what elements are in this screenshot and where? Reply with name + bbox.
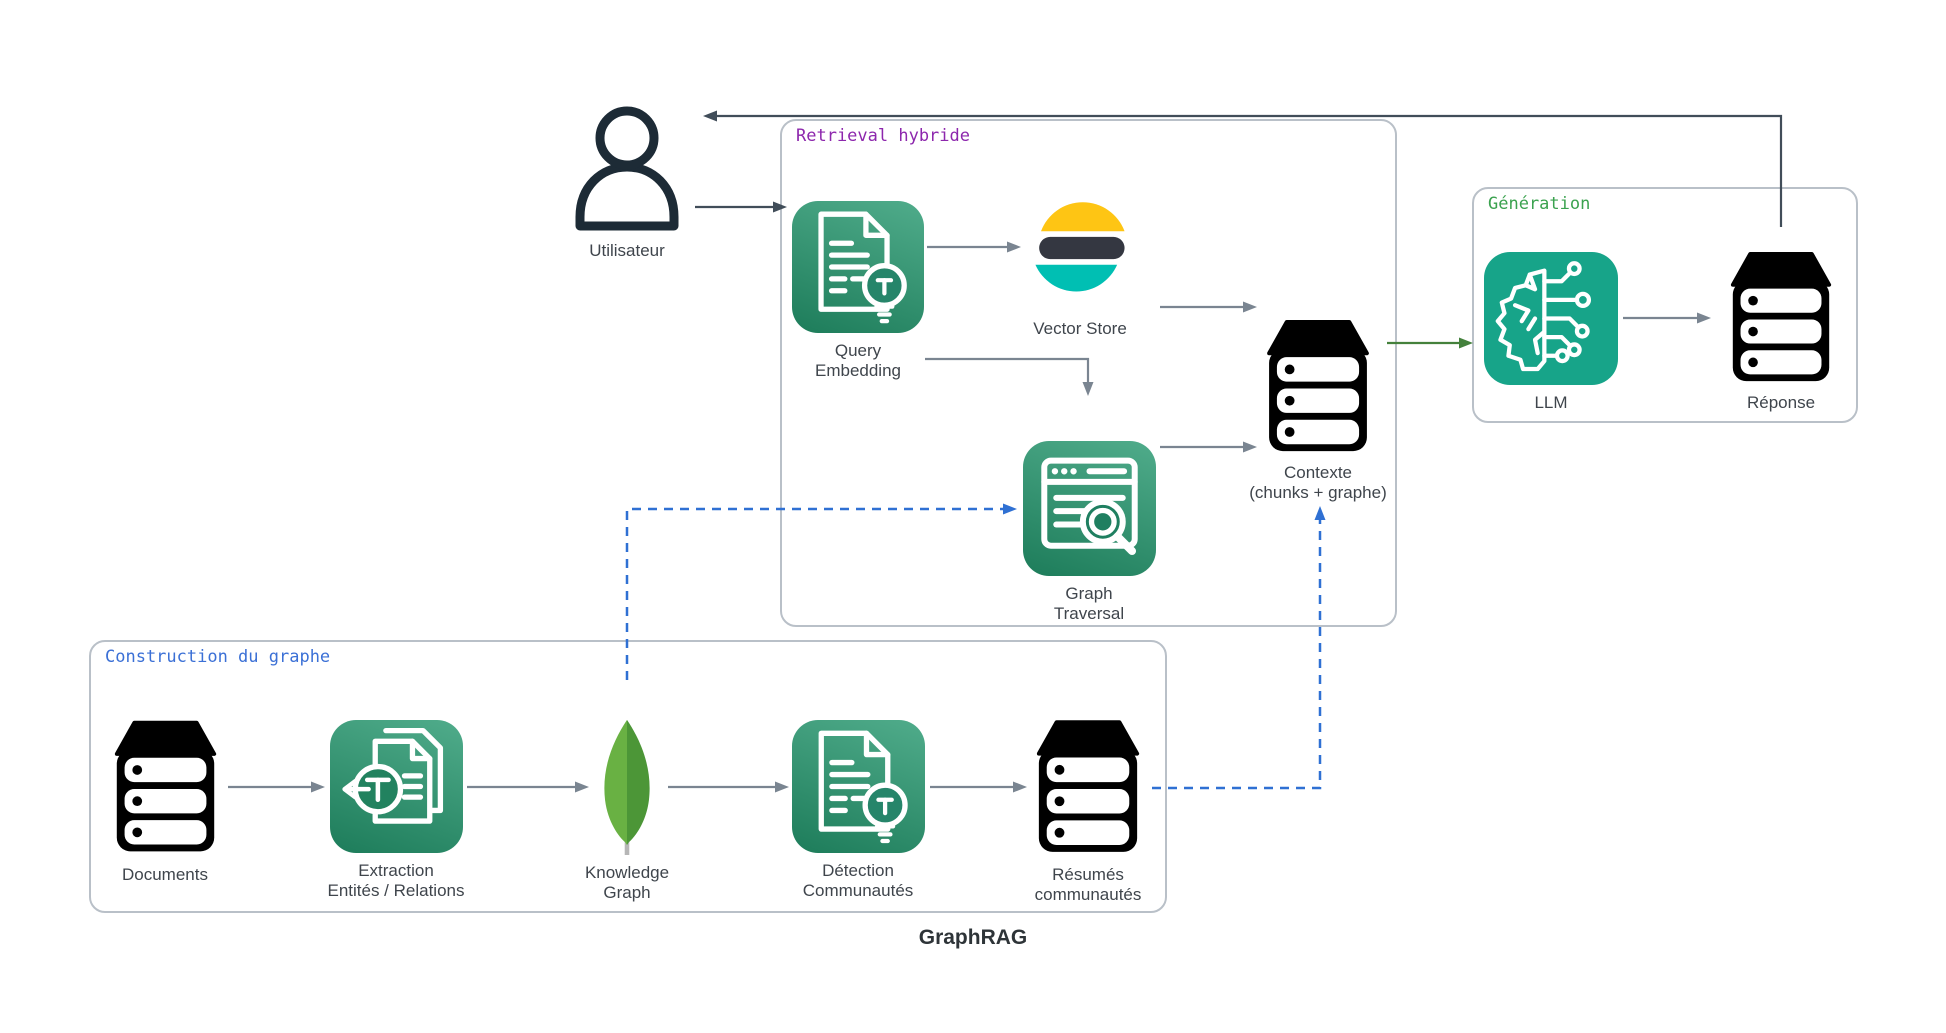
- node-label: Knowledge Graph: [584, 863, 670, 903]
- node-label: Vector Store: [1033, 319, 1127, 338]
- node-label: Graph Traversal: [1053, 584, 1125, 624]
- node-reponse[interactable]: Réponse: [1671, 252, 1891, 413]
- server-stack-icon: [1267, 320, 1369, 452]
- node-detection-communautes[interactable]: Détection Communautés: [748, 720, 968, 901]
- node-extraction[interactable]: Extraction Entités / Relations: [286, 720, 506, 901]
- node-label: Réponse: [1746, 393, 1816, 412]
- brain-circuit-icon: [1484, 252, 1618, 385]
- node-label: Extraction Entités / Relations: [327, 861, 465, 901]
- diagram-title: GraphRAG: [918, 926, 1028, 949]
- server-stack-icon: [1730, 252, 1832, 382]
- documents-extract-icon: [329, 720, 463, 853]
- group-label-retrieval: Retrieval hybride: [796, 126, 970, 146]
- document-bulb-icon: [791, 720, 925, 853]
- node-label: Documents: [122, 865, 208, 884]
- node-knowledge-graph[interactable]: Knowledge Graph: [517, 718, 737, 903]
- node-llm[interactable]: LLM: [1441, 252, 1661, 413]
- node-label: Query Embedding: [814, 341, 901, 381]
- node-documents[interactable]: Documents: [55, 719, 275, 885]
- node-label: Contexte (chunks + graphe): [1249, 463, 1387, 503]
- node-query-embedding[interactable]: Query Embedding: [748, 201, 968, 381]
- group-label-generation: Génération: [1488, 194, 1591, 214]
- document-bulb-icon: [792, 201, 924, 333]
- node-utilisateur[interactable]: Utilisateur: [517, 105, 737, 261]
- person-icon: [575, 106, 678, 231]
- server-stack-icon: [114, 720, 216, 852]
- elasticsearch-icon: [1035, 202, 1125, 292]
- node-resumes-communautes[interactable]: Résumés communautés: [978, 719, 1198, 905]
- mongodb-leaf-icon: [604, 719, 650, 855]
- group-label-construction: Construction du graphe: [105, 647, 331, 667]
- node-graph-traversal[interactable]: Graph Traversal: [979, 441, 1199, 624]
- node-label: Détection Communautés: [802, 861, 914, 901]
- node-label: LLM: [1534, 393, 1568, 412]
- browser-search-icon: [1022, 441, 1156, 576]
- node-vector-store[interactable]: Vector Store: [970, 190, 1190, 339]
- node-label: Utilisateur: [589, 241, 665, 260]
- server-stack-icon: [1036, 720, 1140, 852]
- node-label: Résumés communautés: [1034, 865, 1142, 905]
- node-contexte[interactable]: Contexte (chunks + graphe): [1208, 320, 1428, 503]
